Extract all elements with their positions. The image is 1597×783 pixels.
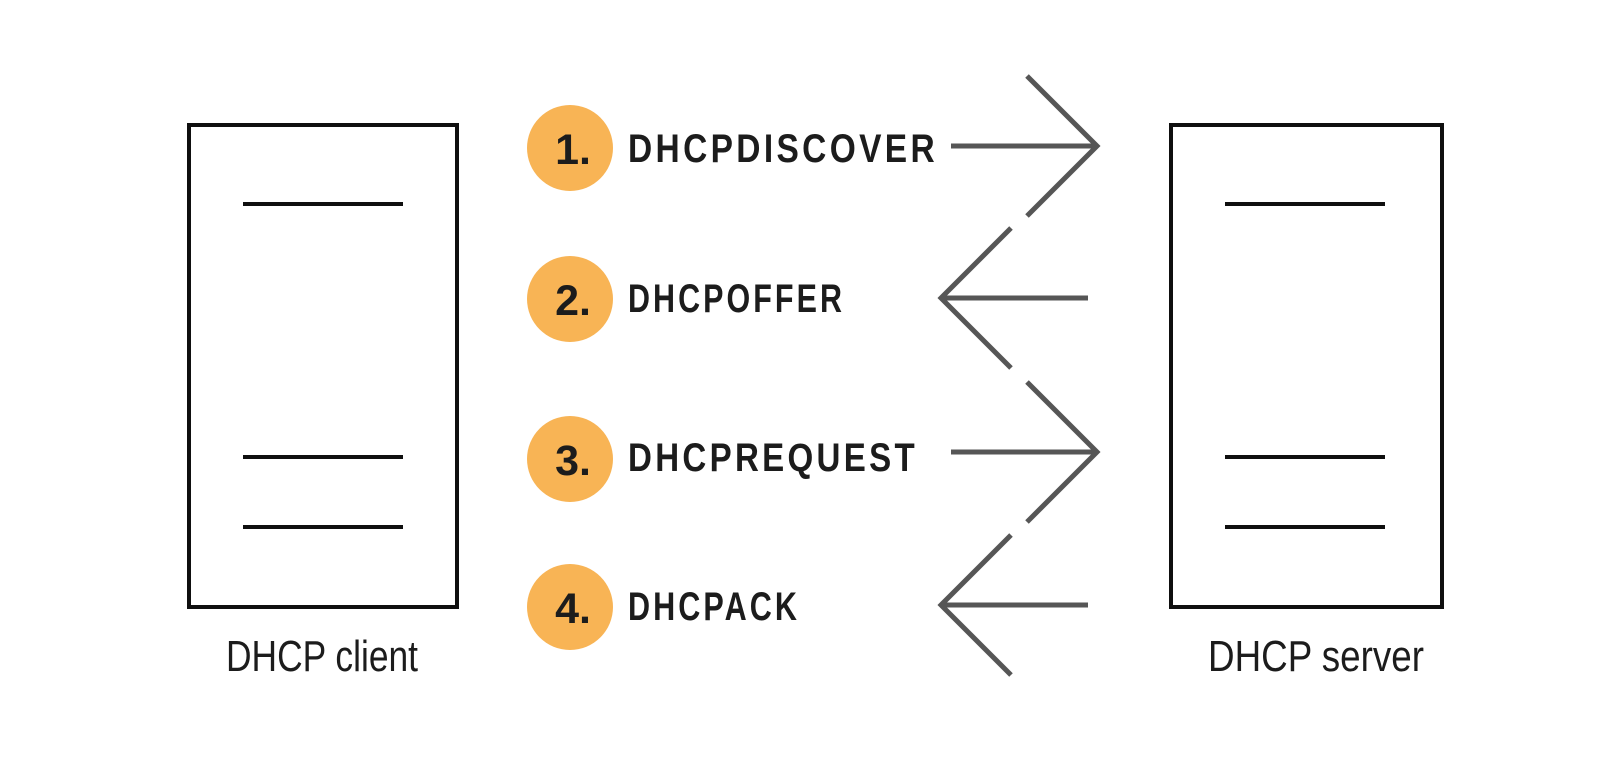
step-1-number: 1. bbox=[555, 126, 591, 174]
step-2-label: DHCPOFFER bbox=[628, 277, 845, 321]
step-1-number-badge bbox=[527, 105, 613, 191]
arrow-head bbox=[937, 226, 1013, 370]
arrow-right-icon bbox=[951, 74, 1101, 218]
step-row-4: 4. DHCPACK bbox=[527, 533, 1088, 677]
step-4-number-badge bbox=[527, 564, 613, 650]
step-2-number: 2. bbox=[555, 277, 591, 325]
arrow-right-icon bbox=[951, 380, 1101, 524]
step-2-number-badge bbox=[527, 256, 613, 342]
step-3-number-badge bbox=[527, 416, 613, 502]
step-3-label: DHCPREQUEST bbox=[628, 436, 918, 480]
arrow-head bbox=[937, 533, 1013, 677]
dhcp-server-box bbox=[1169, 123, 1444, 609]
step-row-1: 1. DHCPDISCOVER bbox=[527, 74, 1101, 218]
arrow-head bbox=[1025, 380, 1101, 524]
dhcp-client-box bbox=[187, 123, 459, 609]
dhcp-client-node: DHCP client bbox=[187, 123, 459, 681]
arrow-head bbox=[1025, 74, 1101, 218]
step-4-label: DHCPACK bbox=[628, 585, 800, 629]
arrow-left-icon bbox=[937, 226, 1088, 370]
step-row-3: 3. DHCPREQUEST bbox=[527, 380, 1101, 524]
step-3-number: 3. bbox=[555, 437, 591, 485]
step-1-label: DHCPDISCOVER bbox=[628, 127, 938, 171]
dhcp-server-label: DHCP server bbox=[1208, 632, 1424, 681]
step-row-2: 2. DHCPOFFER bbox=[527, 226, 1088, 370]
dhcp-client-label: DHCP client bbox=[226, 632, 418, 681]
dhcp-server-node: DHCP server bbox=[1169, 123, 1444, 681]
arrow-left-icon bbox=[937, 533, 1088, 677]
step-4-number: 4. bbox=[555, 585, 591, 633]
